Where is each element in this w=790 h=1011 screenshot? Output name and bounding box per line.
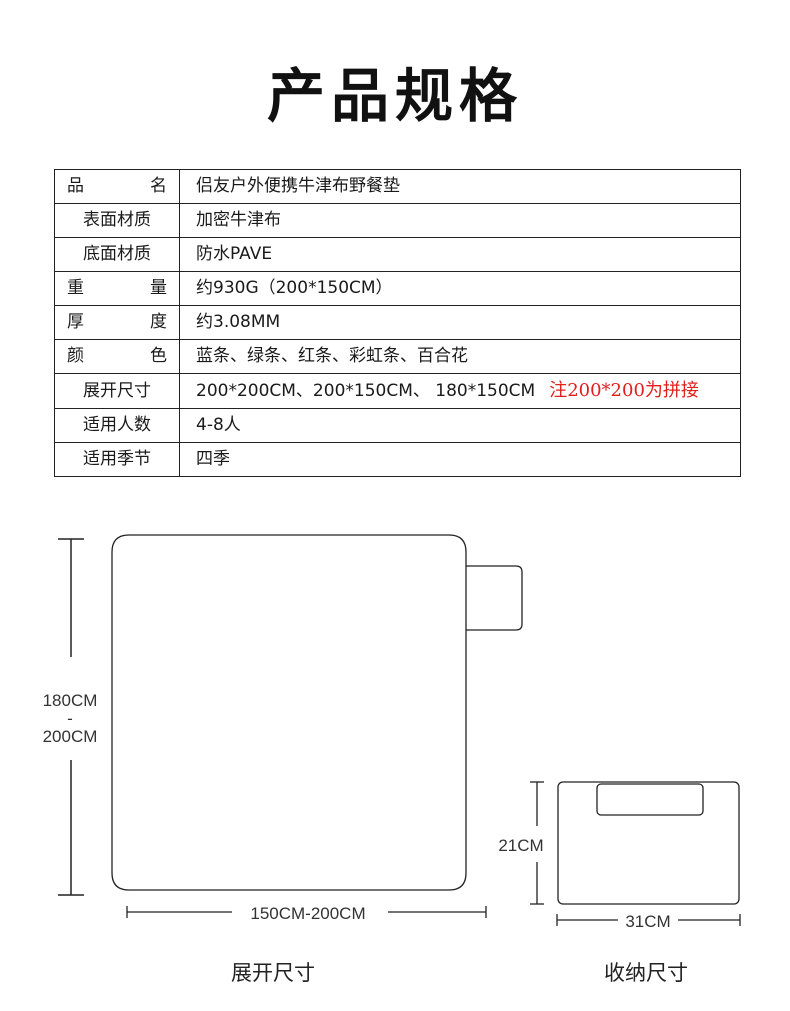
spec-value-text: 蓝条、绿条、红条、彩虹条、百合花 <box>196 346 468 366</box>
unfolded-height-separator: - <box>67 709 73 728</box>
spec-row: 展开尺寸 200*200CM、200*150CM、 180*150CM 注200*2… <box>54 373 741 409</box>
spec-value: 四季 <box>179 442 741 477</box>
spec-label-text: 适用季节 <box>83 449 151 469</box>
unfolded-mat-outline <box>111 534 523 891</box>
spec-row: 厚度 约3.08MM <box>54 305 741 340</box>
folded-height-label: 21CM <box>498 836 543 855</box>
folded-width-dimension <box>556 914 741 926</box>
spec-value-text: 加密牛津布 <box>196 210 281 230</box>
spec-label-text: 重量 <box>67 278 167 298</box>
spec-label-text: 展开尺寸 <box>83 380 151 401</box>
folded-bag-handle <box>596 783 704 816</box>
folded-bag-drawing <box>557 781 740 905</box>
spec-value: 侣友户外便携牛津布野餐垫 <box>179 169 741 204</box>
spec-label: 适用季节 <box>54 442 180 477</box>
spec-row: 重量 约930G（200*150CM） <box>54 271 741 306</box>
spec-label: 厚度 <box>54 305 180 340</box>
folded-height-dimension <box>530 781 544 905</box>
spec-label-text: 品名 <box>67 176 167 196</box>
spec-value-text: 4-8人 <box>196 415 241 435</box>
unfolded-height-dimension <box>58 538 84 896</box>
spec-value: 防水PAVE <box>179 237 741 272</box>
spec-value-text: 200*200CM、200*150CM、 180*150CM <box>196 381 536 401</box>
spec-label: 颜色 <box>54 339 180 374</box>
spec-label: 重量 <box>54 271 180 306</box>
unfolded-mat-drawing <box>111 534 523 891</box>
folded-bag-outline <box>557 781 740 905</box>
spec-value-text: 防水PAVE <box>196 244 273 264</box>
spec-value-text: 四季 <box>196 449 230 469</box>
unfolded-caption: 展开尺寸 <box>231 961 315 985</box>
folded-width-label: 31CM <box>625 912 670 931</box>
spec-label-text: 底面材质 <box>83 244 151 264</box>
spec-value-text: 约3.08MM <box>196 312 281 332</box>
unfolded-height-label: 180CM <box>43 691 98 710</box>
unfolded-width-dimension <box>126 906 487 918</box>
spec-row: 品名 侣友户外便携牛津布野餐垫 <box>54 169 741 204</box>
spec-label-text: 厚度 <box>67 312 167 332</box>
spec-label-text: 颜色 <box>67 346 167 366</box>
unfolded-width-label: 150CM-200CM <box>250 904 365 923</box>
spec-table: 品名 侣友户外便携牛津布野餐垫表面材质 加密牛津布底面材质 防水PAVE 重量 约930G… <box>54 169 741 477</box>
spec-value-text: 约930G（200*150CM） <box>196 278 393 298</box>
spec-label: 品名 <box>54 169 180 204</box>
spec-label: 展开尺寸 <box>54 373 180 409</box>
spec-label: 表面材质 <box>54 203 180 238</box>
spec-label-text: 适用人数 <box>83 415 151 435</box>
folded-caption: 收纳尺寸 <box>604 961 688 985</box>
spec-label-text: 表面材质 <box>83 210 151 230</box>
spec-value-text: 侣友户外便携牛津布野餐垫 <box>196 176 400 196</box>
spec-value: 约3.08MM <box>179 305 741 340</box>
page-title: 产品规格 <box>266 62 523 130</box>
spec-label: 底面材质 <box>54 237 180 272</box>
spec-label: 适用人数 <box>54 408 180 443</box>
spec-row: 底面材质 防水PAVE <box>54 237 741 272</box>
spec-note: 注200*200为拼接 <box>549 380 699 401</box>
spec-row: 适用季节 四季 <box>54 442 741 477</box>
spec-row: 颜色 蓝条、绿条、红条、彩虹条、百合花 <box>54 339 741 374</box>
spec-value: 200*200CM、200*150CM、 180*150CM 注200*200为拼… <box>179 373 741 409</box>
spec-value: 蓝条、绿条、红条、彩虹条、百合花 <box>179 339 741 374</box>
unfolded-height-alt-label: 200CM <box>43 727 98 746</box>
